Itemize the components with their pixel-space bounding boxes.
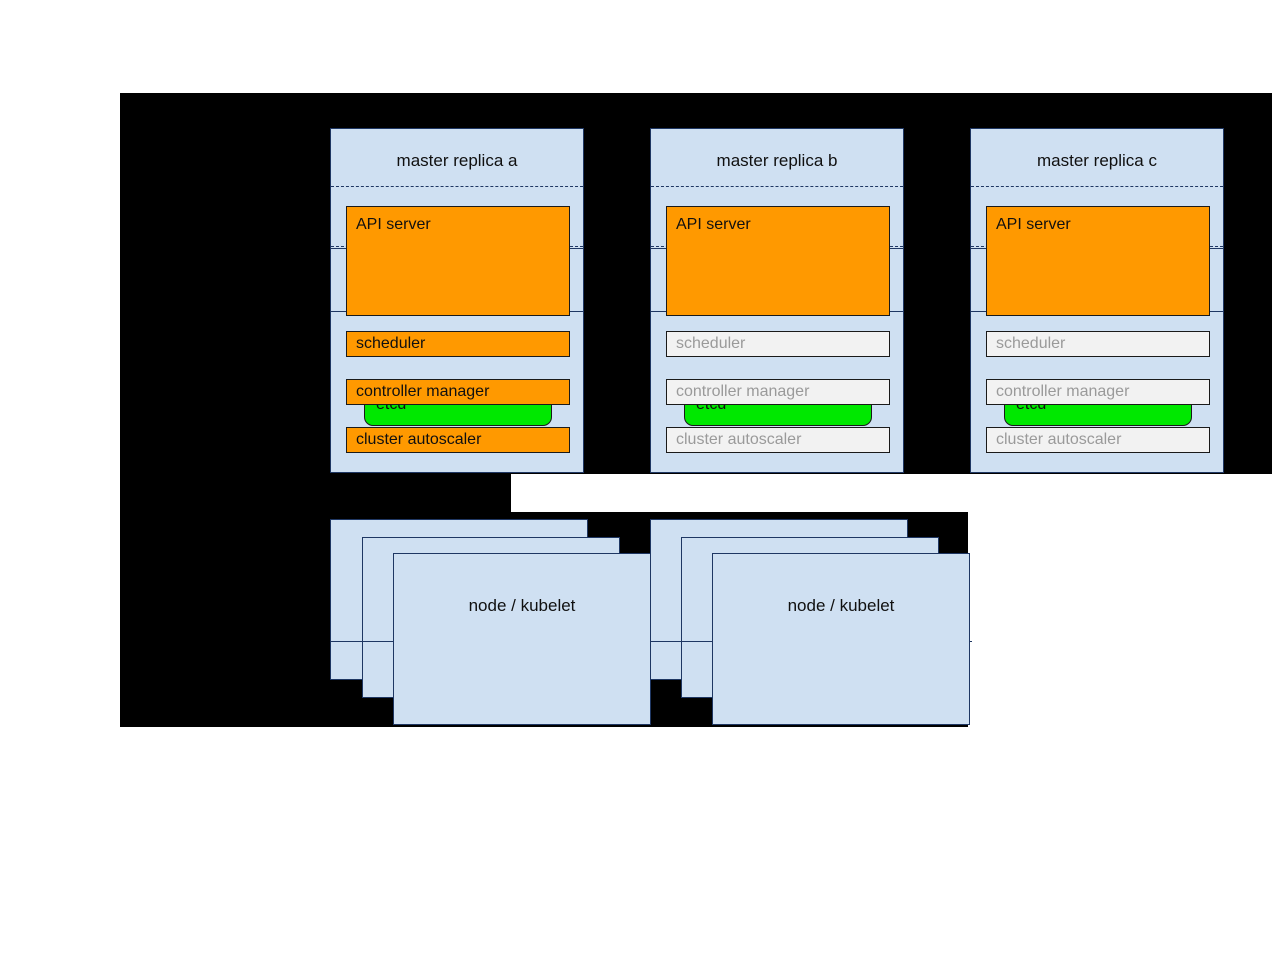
replica-title: master replica c: [1037, 151, 1157, 170]
replica-title: master replica a: [396, 151, 518, 170]
api-server-box[interactable]: API server: [346, 206, 570, 316]
master-replica-b[interactable]: master replica b API server etcd schedul…: [650, 128, 904, 473]
cluster-autoscaler-box[interactable]: cluster autoscaler: [346, 427, 570, 453]
master-replica-c[interactable]: master replica c API server etcd schedul…: [970, 128, 1224, 473]
node-kubelet-label: node / kubelet: [787, 596, 895, 615]
replica-divider-top: [331, 186, 583, 187]
node-kubelet-label: node / kubelet: [468, 596, 576, 615]
replica-title: master replica b: [716, 151, 838, 170]
api-server-box[interactable]: API server: [666, 206, 890, 316]
controller-manager-box[interactable]: controller manager: [666, 379, 890, 405]
replica-divider-top: [651, 186, 903, 187]
node-stack-card-front[interactable]: node / kubelet: [712, 553, 970, 725]
controller-manager-box[interactable]: controller manager: [986, 379, 1210, 405]
node-stack-card-front[interactable]: node / kubelet: [393, 553, 651, 725]
scheduler-box[interactable]: scheduler: [666, 331, 890, 357]
scheduler-box[interactable]: scheduler: [346, 331, 570, 357]
cluster-autoscaler-box[interactable]: cluster autoscaler: [666, 427, 890, 453]
replica-divider-top: [971, 186, 1223, 187]
backdrop-panel-middle: [120, 474, 511, 512]
api-server-box[interactable]: API server: [986, 206, 1210, 316]
scheduler-box[interactable]: scheduler: [986, 331, 1210, 357]
controller-manager-box[interactable]: controller manager: [346, 379, 570, 405]
master-replica-a[interactable]: master replica a API server etcd schedul…: [330, 128, 584, 473]
cluster-autoscaler-box[interactable]: cluster autoscaler: [986, 427, 1210, 453]
